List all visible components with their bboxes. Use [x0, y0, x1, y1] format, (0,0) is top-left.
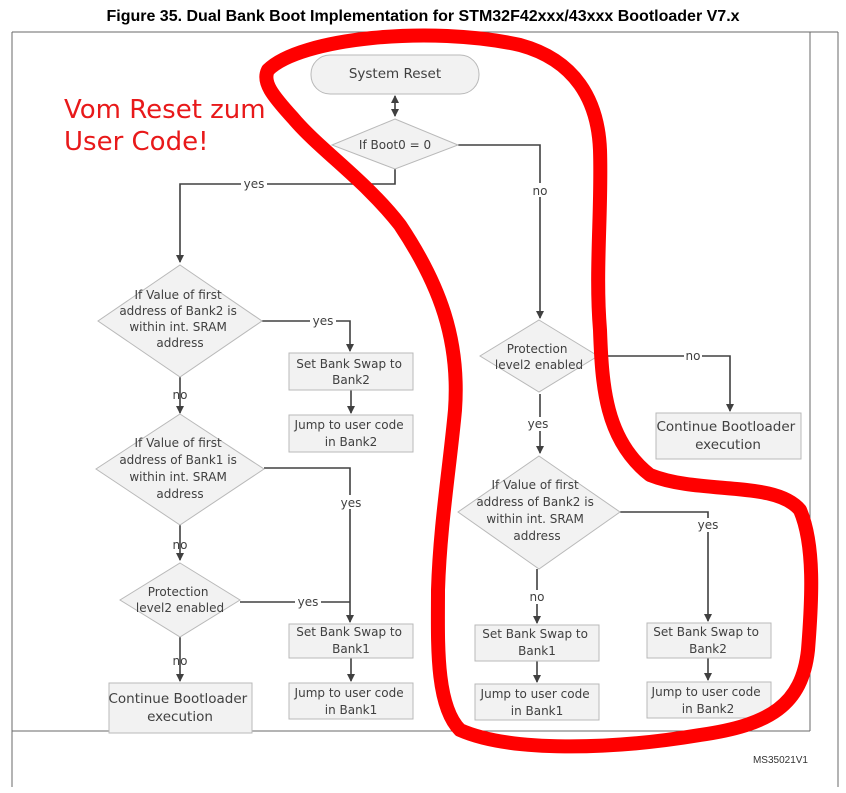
- node-right-set-swap-bank1: Set Bank Swap to Bank1: [474, 624, 600, 662]
- node-right-protection-decision: Protection level2 enabled: [479, 319, 599, 393]
- node-right-bank2-decision: If Value of first address of Bank2 is wi…: [457, 455, 621, 570]
- annotation-line: User Code!: [64, 127, 209, 157]
- edge-label-boot0-no: no: [533, 184, 548, 198]
- svg-text:Jump to user code in Ban: Jump to user code in Bank2: [294, 418, 408, 449]
- svg-text:System Reset: System Reset: [349, 66, 441, 82]
- arrow-left-bank1-yes: [264, 467, 354, 623]
- node-left-set-swap-bank2: Set Bank Swap to Bank2: [288, 352, 414, 391]
- revision-code: MS35021V1: [752, 755, 808, 766]
- node-left-continue-bootloader: Continue Bootloader execution: [108, 682, 253, 734]
- edge-label-right-bank2-no: no: [530, 590, 545, 604]
- svg-text:Set Bank Swap to Bank2: Set Bank Swap to Bank2: [653, 625, 763, 656]
- arrow-boot0-yes: [176, 167, 396, 263]
- edge-label-left-bank1-no: no: [173, 538, 188, 552]
- node-system-reset: System Reset: [310, 54, 480, 95]
- arrow-right-protection-no: [598, 355, 734, 412]
- node-right-set-swap-bank2: Set Bank Swap to Bank2: [646, 622, 772, 659]
- svg-text:Set Bank Swap to Bank1: Set Bank Swap to Bank1: [482, 627, 592, 658]
- node-right-jump-bank2: Jump to user code in Bank2: [646, 681, 772, 719]
- edge-label-left-protection-no: no: [173, 654, 188, 668]
- figure-title: Figure 35. Dual Bank Boot Implementation…: [106, 8, 740, 25]
- node-left-jump-bank1: Jump to user code in Bank1: [288, 682, 414, 720]
- node-left-bank1-decision: If Value of first address of Bank1 is wi…: [95, 413, 265, 526]
- svg-text:Continue Bootloader exec: Continue Bootloader execution: [108, 691, 251, 725]
- edge-label-left-bank2-yes: yes: [313, 314, 334, 328]
- arrow-boot0-no: [458, 144, 544, 319]
- svg-text:Jump to user code in Ban: Jump to user code in Bank1: [294, 686, 408, 717]
- arrow-left-bank2-yes: [262, 320, 354, 352]
- red-highlight-outline: [259, 28, 819, 754]
- svg-text:Set Bank Swap to Bank1: Set Bank Swap to Bank1: [296, 625, 406, 656]
- edge-label-right-protection-no: no: [686, 349, 701, 363]
- svg-text:Jump to user code in Ban: Jump to user code in Bank2: [651, 685, 765, 716]
- node-right-continue-bootloader: Continue Bootloader execution: [655, 412, 802, 460]
- svg-text:Set Bank Swap to Bank2: Set Bank Swap to Bank2: [296, 357, 406, 387]
- edge-label-left-protection-yes: yes: [298, 595, 319, 609]
- svg-text:If Boot0 = 0: If Boot0 = 0: [359, 138, 431, 152]
- svg-text:Protection level2 enable: Protection level2 enabled: [495, 342, 583, 372]
- edge-label-left-bank2-no: no: [173, 388, 188, 402]
- connectors: [176, 95, 734, 683]
- node-left-jump-bank2: Jump to user code in Bank2: [288, 414, 414, 453]
- node-left-protection-decision: Protection level2 enabled: [119, 562, 241, 638]
- svg-text:Protection level2 enable: Protection level2 enabled: [136, 585, 224, 615]
- edge-label-boot0-yes: yes: [244, 177, 265, 191]
- svg-text:If Value of first addres: If Value of first address of Bank2 is wi…: [476, 478, 597, 543]
- svg-text:If Value of first addres: If Value of first address of Bank2 is wi…: [119, 288, 240, 350]
- node-right-jump-bank1: Jump to user code in Bank1: [474, 683, 600, 721]
- annotation-line: Vom Reset zum: [64, 95, 266, 125]
- svg-text:Continue Bootloader exec: Continue Bootloader execution: [656, 419, 799, 453]
- edge-label-right-bank2-yes: yes: [698, 518, 719, 532]
- edge-label-right-protection-yes: yes: [528, 417, 549, 431]
- annotation-text: Vom Reset zum User Code!: [64, 94, 304, 158]
- node-left-bank2-decision: If Value of first address of Bank2 is wi…: [97, 264, 263, 378]
- node-left-set-swap-bank1: Set Bank Swap to Bank1: [288, 623, 414, 659]
- edge-labels: yes no yes no yes no yes no no yes no ye…: [173, 176, 721, 668]
- svg-text:If Value of first addres: If Value of first address of Bank1 is wi…: [119, 436, 240, 501]
- edge-label-left-bank1-yes: yes: [341, 496, 362, 510]
- arrow-right-bank2-yes: [620, 511, 712, 622]
- node-boot0-decision: If Boot0 = 0: [330, 118, 460, 170]
- svg-text:Jump to user code in Ban: Jump to user code in Bank1: [480, 687, 594, 718]
